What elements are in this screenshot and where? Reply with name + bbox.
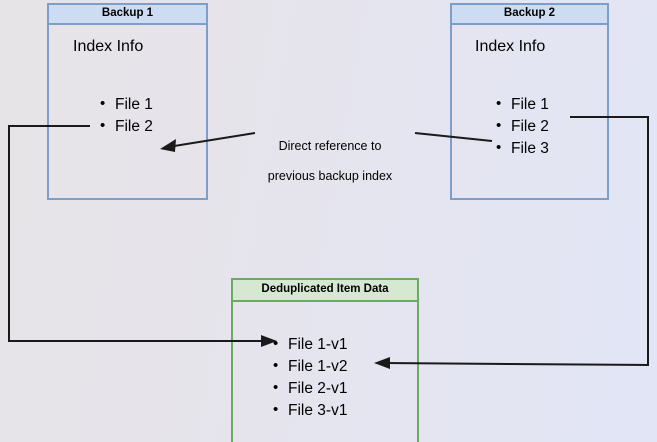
list-item: File 1-v2 <box>273 355 347 378</box>
list-item: File 1 <box>496 93 549 116</box>
deduplicated-item-data-title: Deduplicated Item Data <box>233 280 417 302</box>
list-item: File 1 <box>100 93 153 116</box>
list-item: File 3 <box>496 137 549 160</box>
backup-2-title: Backup 2 <box>452 5 607 25</box>
caption-line-2: previous backup index <box>267 169 393 183</box>
backup-2-index-label: Index Info <box>475 38 546 55</box>
backup-1-index-label: Index Info <box>73 38 144 55</box>
backup-1-body: Index Info File 1 File 2 <box>49 25 206 198</box>
backup-1-file-list: File 1 File 2 <box>100 93 153 138</box>
list-item: File 2-v1 <box>273 377 347 400</box>
deduplicated-item-data-box[interactable]: Deduplicated Item Data File 1-v1 File 1-… <box>231 278 419 442</box>
list-item: File 2 <box>496 115 549 138</box>
backup-2-file-list: File 1 File 2 File 3 <box>496 93 549 160</box>
dedup-item-list: File 1-v1 File 1-v2 File 2-v1 File 3-v1 <box>273 333 347 422</box>
backup-2-box[interactable]: Backup 2 Index Info File 1 File 2 File 3 <box>450 3 609 200</box>
direct-reference-caption: Direct reference to previous backup inde… <box>249 124 411 199</box>
list-item: File 1-v1 <box>273 333 347 356</box>
caption-line-1: Direct reference to <box>278 139 382 153</box>
backup-1-box[interactable]: Backup 1 Index Info File 1 File 2 <box>47 3 208 200</box>
backup-1-title: Backup 1 <box>49 5 206 25</box>
list-item: File 3-v1 <box>273 399 347 422</box>
backup-2-body: Index Info File 1 File 2 File 3 <box>452 25 607 198</box>
deduplicated-item-data-body: File 1-v1 File 1-v2 File 2-v1 File 3-v1 <box>233 302 417 442</box>
list-item: File 2 <box>100 115 153 138</box>
